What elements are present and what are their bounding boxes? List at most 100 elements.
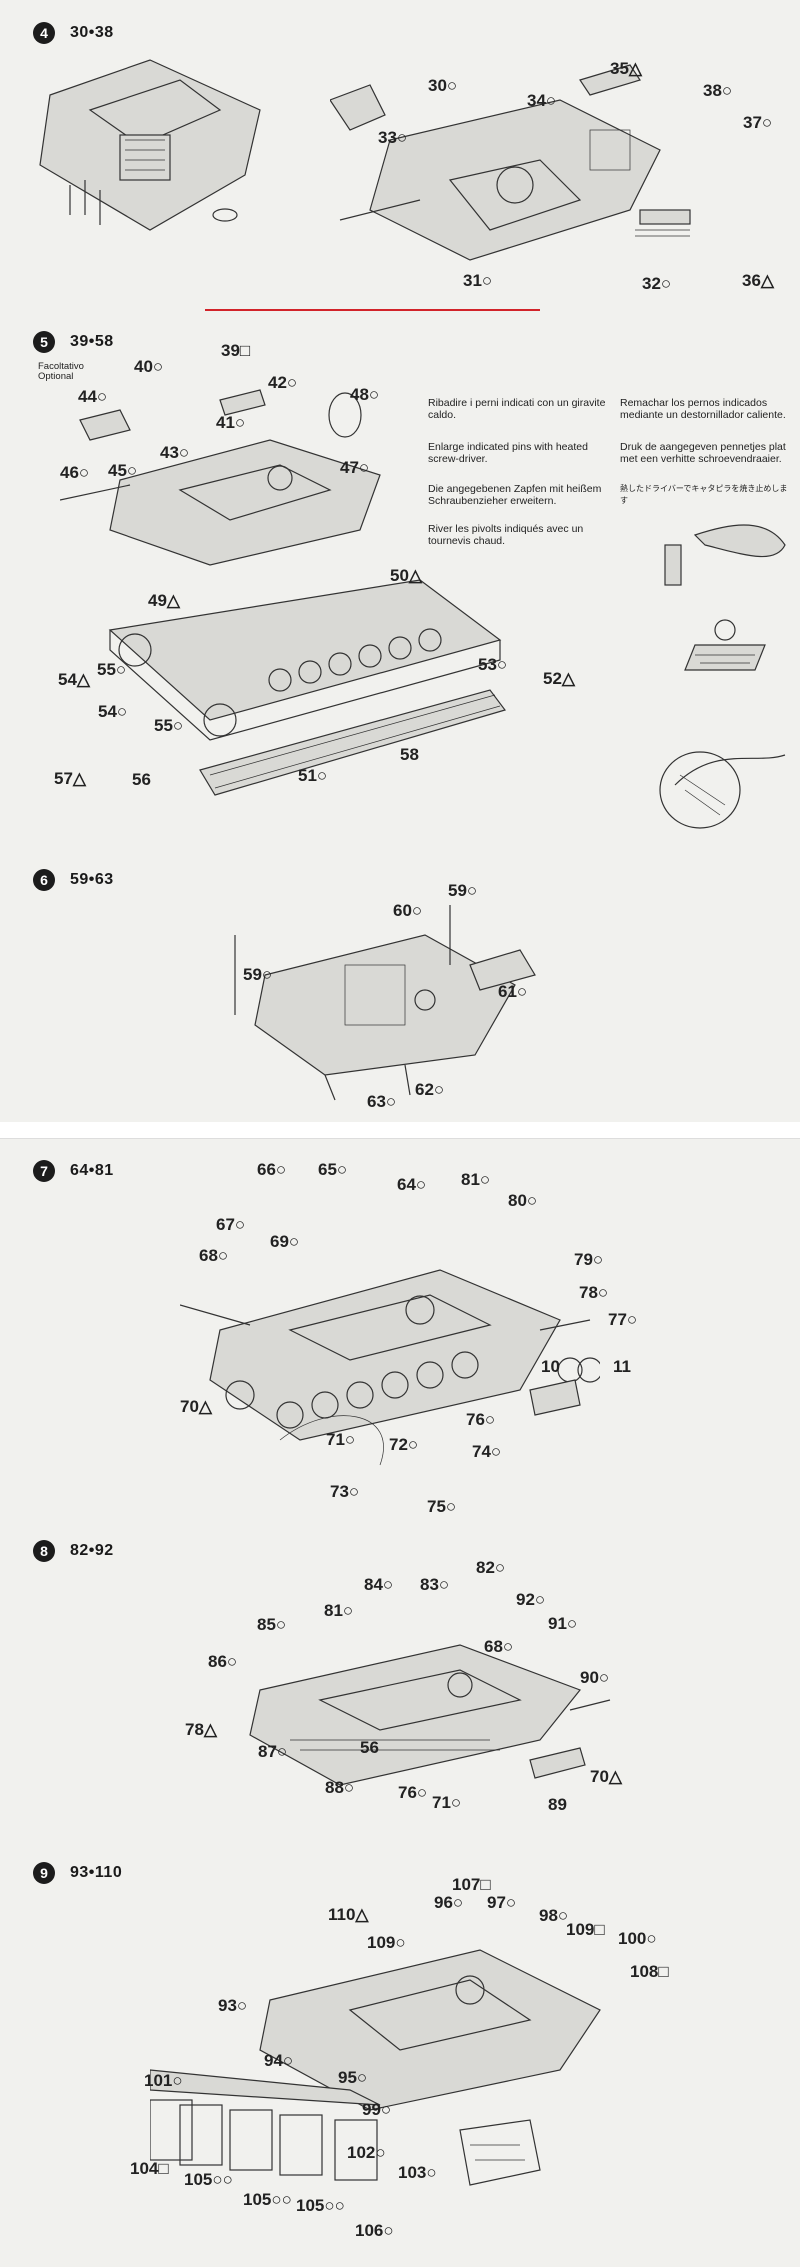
- step-5-badge: 5: [33, 331, 55, 353]
- part-label: 100○: [618, 1929, 657, 1948]
- note-german: Die angegebenen Zapfen mit heißem Schrau…: [428, 483, 602, 507]
- part-label: 46○: [60, 463, 90, 482]
- part-label: 98○: [539, 1906, 569, 1925]
- part-label: 102○: [347, 2143, 386, 2162]
- note-english: Enlarge indicated pins with heated screw…: [428, 441, 588, 465]
- part-label: 37○: [743, 113, 773, 132]
- part-label: 75○: [427, 1497, 457, 1516]
- part-label: 42○: [268, 373, 298, 392]
- part-label: 83○: [420, 1575, 450, 1594]
- part-label: 99○: [362, 2100, 392, 2119]
- part-label: 101○: [144, 2071, 183, 2090]
- part-label: 71○: [326, 1430, 356, 1449]
- part-label: 59○: [243, 965, 273, 984]
- part-label: 56: [132, 770, 151, 789]
- part-label: 104□: [130, 2159, 169, 2178]
- part-label: 66○: [257, 1160, 287, 1179]
- step-4-deck-drawing: [330, 64, 691, 261]
- part-label: 34○: [527, 91, 557, 110]
- part-label: 88○: [325, 1778, 355, 1797]
- step-8-hull-drawing: [249, 1644, 611, 1786]
- part-label: 11: [613, 1357, 631, 1376]
- part-label: 10: [541, 1357, 560, 1376]
- part-label: 82○: [476, 1558, 506, 1577]
- step-8-range: 82•92: [70, 1542, 114, 1559]
- heated-screwdriver-illustration: [659, 524, 786, 829]
- section-divider: [205, 309, 540, 311]
- step-5-range: 39•58: [70, 333, 114, 350]
- part-label: 41○: [216, 413, 246, 432]
- part-label: 60○: [393, 901, 423, 920]
- optional-label: Facoltativo Optional: [38, 361, 84, 382]
- part-label: 72○: [389, 1435, 419, 1454]
- part-label: 79○: [574, 1250, 604, 1269]
- part-label: 77○: [608, 1310, 638, 1329]
- part-label: 103○: [398, 2163, 437, 2182]
- part-label: 35△: [610, 59, 642, 78]
- part-label: 36△: [742, 271, 774, 290]
- part-label: 78○: [579, 1283, 609, 1302]
- part-label: 108□: [630, 1962, 669, 1981]
- part-label: 56: [360, 1738, 379, 1757]
- step-9-range: 93•110: [70, 1864, 123, 1881]
- part-label: 69○: [270, 1232, 300, 1251]
- part-label: 106○: [355, 2221, 394, 2240]
- part-label: 50△: [390, 566, 422, 585]
- part-label: 94○: [264, 2051, 294, 2070]
- step-5-superstructure-drawing: [60, 389, 381, 566]
- part-label: 70△: [590, 1767, 622, 1786]
- part-label: 80○: [508, 1191, 538, 1210]
- part-label: 59○: [448, 881, 478, 900]
- part-label: 105○○: [296, 2196, 345, 2215]
- part-label: 109○: [367, 1933, 406, 1952]
- part-label: 105○○: [184, 2170, 233, 2189]
- part-label: 61○: [498, 982, 528, 1001]
- part-label: 105○○: [243, 2190, 292, 2209]
- part-label: 48○: [350, 385, 380, 404]
- step-6-range: 59•63: [70, 871, 114, 888]
- note-french: River les pivolts indiqués avec un tourn…: [428, 523, 584, 547]
- part-label: 54○: [98, 702, 128, 721]
- part-label: 86○: [208, 1652, 238, 1671]
- part-label: 45○: [108, 461, 138, 480]
- part-label: 76○: [398, 1783, 428, 1802]
- part-label: 97○: [487, 1893, 517, 1912]
- part-label: 74○: [472, 1442, 502, 1461]
- part-label: 38○: [703, 81, 733, 100]
- part-label: 71○: [432, 1793, 462, 1812]
- part-label: 44○: [78, 387, 108, 406]
- part-label: 30○: [428, 76, 458, 95]
- part-label: 110△: [328, 1905, 369, 1924]
- part-label: 51○: [298, 766, 328, 785]
- step-9-badge: 9: [33, 1862, 55, 1884]
- page-gap: [0, 1122, 800, 1138]
- step-6-hull-drawing: [234, 905, 536, 1101]
- part-label: 64○: [397, 1175, 427, 1194]
- part-label: 90○: [580, 1668, 610, 1687]
- part-label: 85○: [257, 1615, 287, 1634]
- part-label: 109□: [566, 1920, 605, 1939]
- part-label: 96○: [434, 1893, 464, 1912]
- part-label: 67○: [216, 1215, 246, 1234]
- part-label: 65○: [318, 1160, 348, 1179]
- part-label: 70△: [180, 1397, 212, 1416]
- part-label: 81○: [461, 1170, 491, 1189]
- part-label: 93○: [218, 1996, 248, 2015]
- note-italian: Ribadire i perni indicati con un giravit…: [428, 397, 606, 421]
- part-label: 52△: [543, 669, 575, 688]
- part-label: 84○: [364, 1575, 394, 1594]
- step-7-range: 64•81: [70, 1162, 114, 1179]
- part-label: 89: [548, 1795, 567, 1814]
- part-label: 49△: [148, 591, 180, 610]
- part-label: 54△: [58, 670, 90, 689]
- part-label: 68○: [199, 1246, 229, 1265]
- part-label: 91○: [548, 1614, 578, 1633]
- part-label: 32○: [642, 274, 672, 293]
- part-label: 57△: [54, 769, 86, 788]
- step-4-range: 30•38: [70, 24, 114, 41]
- part-label: 47○: [340, 458, 370, 477]
- part-label: 62○: [415, 1080, 445, 1099]
- part-label: 78△: [185, 1720, 217, 1739]
- note-japanese: 熱したドライバーでキャタピラを焼き止めします: [620, 484, 788, 505]
- part-label: 39□: [221, 341, 251, 360]
